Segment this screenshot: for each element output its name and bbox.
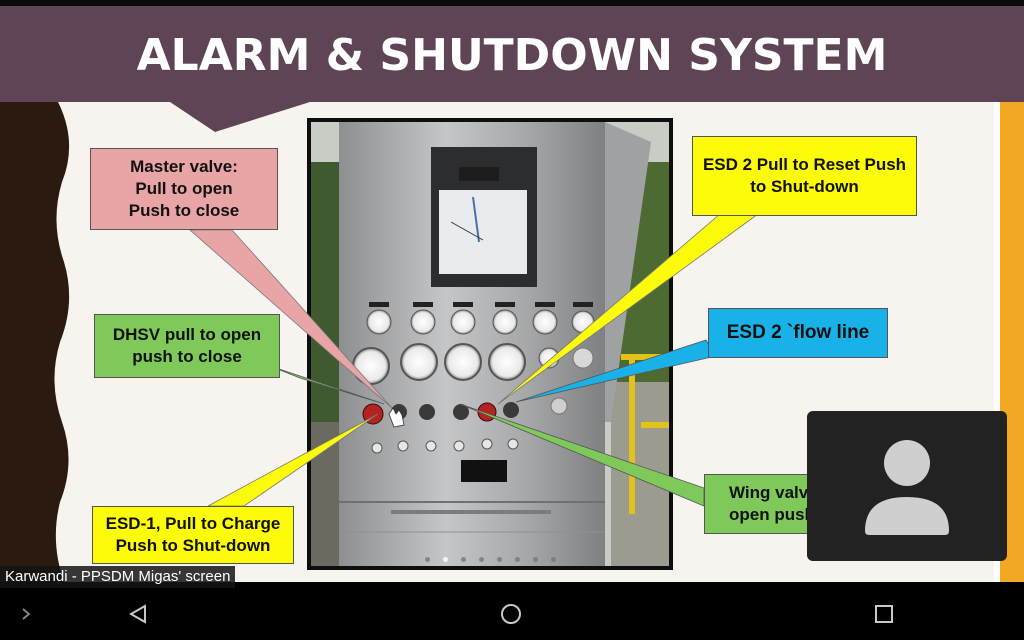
image-carousel-indicator[interactable] — [311, 557, 669, 562]
carousel-dot[interactable] — [460, 557, 466, 562]
status-bar — [0, 0, 1024, 6]
chevron-right-icon[interactable] — [10, 598, 42, 630]
participant-video-tile[interactable] — [807, 411, 1007, 561]
screen-share-label: Karwandi - PPSDM Migas' screen — [0, 566, 236, 588]
carousel-dot[interactable] — [424, 557, 430, 562]
callout-esd2-flow-line: ESD 2 `flow line — [708, 308, 888, 358]
control-panel-illustration — [311, 122, 669, 566]
wing-valve-pointer — [459, 403, 705, 507]
callout-dhsv: DHSV pull to open push to close — [94, 314, 280, 378]
esd2-flow-pointer — [515, 339, 717, 403]
right-decoration-edge — [994, 102, 1000, 582]
system-navigation-bar — [0, 588, 1024, 640]
carousel-dot[interactable] — [550, 557, 556, 562]
banner-tail — [170, 102, 310, 132]
panel-photo — [311, 122, 669, 566]
esd1-pointer — [207, 413, 379, 507]
carousel-dot[interactable] — [532, 557, 538, 562]
title-banner — [0, 6, 1024, 102]
carousel-dot-active[interactable] — [442, 557, 448, 562]
callout-esd1: ESD-1, Pull to Charge Push to Shut-down — [92, 506, 294, 564]
slide-title: ALARM & SHUTDOWN SYSTEM — [136, 30, 888, 81]
back-triangle-icon[interactable] — [122, 598, 154, 630]
carousel-dot[interactable] — [478, 557, 484, 562]
dhsv-pointer — [269, 365, 385, 405]
shared-slide: ALARM & SHUTDOWN SYSTEM — [0, 6, 1024, 582]
panel-photo-frame — [307, 118, 673, 570]
carousel-dot[interactable] — [514, 557, 520, 562]
home-circle-icon[interactable] — [495, 598, 527, 630]
recents-square-icon[interactable] — [868, 598, 900, 630]
left-decoration — [0, 102, 70, 582]
person-icon — [865, 440, 949, 535]
callout-master-valve: Master valve: Pull to open Push to close — [90, 148, 278, 230]
callout-wing-valve: Wing valv open push — [704, 474, 824, 534]
carousel-dot[interactable] — [496, 557, 502, 562]
master-valve-pointer — [188, 229, 393, 409]
callout-esd2-reset: ESD 2 Pull to Reset Push to Shut-down — [692, 136, 917, 216]
callout-pointers — [188, 213, 760, 507]
